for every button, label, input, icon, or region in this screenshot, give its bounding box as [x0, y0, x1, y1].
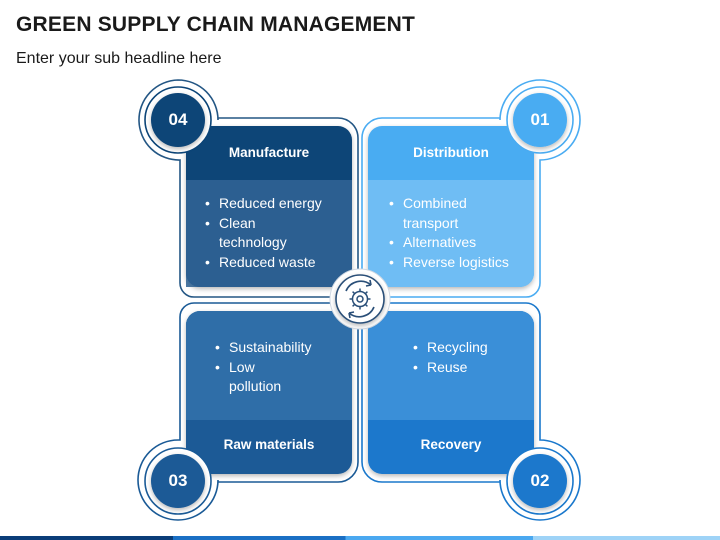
number-badge-recovery [513, 454, 567, 508]
gear-recycle-icon [329, 268, 391, 330]
list-item: Alternatives [388, 233, 528, 253]
number-badge-distribution [513, 93, 567, 147]
footer-color-bar [0, 536, 720, 540]
page-subtitle: Enter your sub headline here [16, 50, 222, 67]
number-badge-manufacture [151, 93, 205, 147]
list-item: Reuse [412, 358, 522, 378]
list-item: Sustainability [214, 338, 344, 358]
heading-raw-materials: Raw materials [223, 437, 315, 452]
bullet-list-manufacture: Reduced energy Clean technology Reduced … [204, 194, 344, 272]
heading-recovery: Recovery [420, 437, 482, 452]
list-item: Reverse logistics [388, 253, 528, 273]
list-item: Clean technology [204, 214, 301, 253]
number-raw-materials: 03 [168, 471, 188, 490]
number-distribution: 01 [530, 110, 550, 129]
heading-manufacture: Manufacture [228, 145, 310, 160]
page-title: GREEN SUPPLY CHAIN MANAGEMENT [16, 13, 416, 36]
number-badge-raw-materials [151, 454, 205, 508]
bullet-list-distribution: Combined transport Alternatives Reverse … [388, 194, 528, 272]
bullet-list-raw-materials: Sustainability Low pollution [214, 338, 344, 397]
list-item: Reduced energy [204, 194, 344, 214]
bullet-list-recovery: Recycling Reuse [412, 338, 522, 377]
heading-distribution: Distribution [413, 145, 489, 160]
list-item: Reduced waste [204, 253, 344, 273]
list-item: Recycling [412, 338, 522, 358]
number-manufacture: 04 [168, 110, 188, 129]
number-recovery: 02 [530, 471, 550, 490]
list-item: Low pollution [214, 358, 299, 397]
list-item: Combined transport [388, 194, 483, 233]
